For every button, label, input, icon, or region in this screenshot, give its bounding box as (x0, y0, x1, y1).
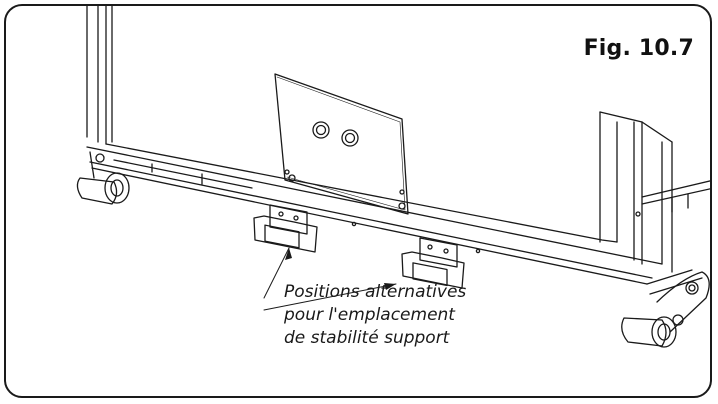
base-rail (86, 146, 663, 285)
callout-line-1: Positions alternatives (284, 282, 467, 302)
left-wheel (76, 151, 130, 205)
callout-line-3: de stabilité support (284, 328, 450, 348)
right-wheel (621, 271, 710, 348)
arrow-head-1 (285, 248, 292, 260)
access-plate (274, 73, 409, 215)
technical-drawing (76, 6, 710, 348)
callout-arrows (263, 247, 397, 311)
stability-bracket-1 (253, 204, 318, 253)
left-frame-post (86, 6, 107, 145)
figure-label: Fig. 10.7 (583, 36, 694, 61)
right-frame (599, 111, 710, 295)
cabinet-panel (105, 6, 618, 243)
figure-frame: Fig. 10.7 Positions alternatives pour l'… (4, 4, 712, 398)
callout-text: Positions alternatives pour l'emplacemen… (284, 281, 554, 350)
arrow-head-2 (384, 283, 396, 290)
callout-line-2: pour l'emplacement (284, 305, 455, 325)
stability-bracket-2 (401, 237, 465, 289)
